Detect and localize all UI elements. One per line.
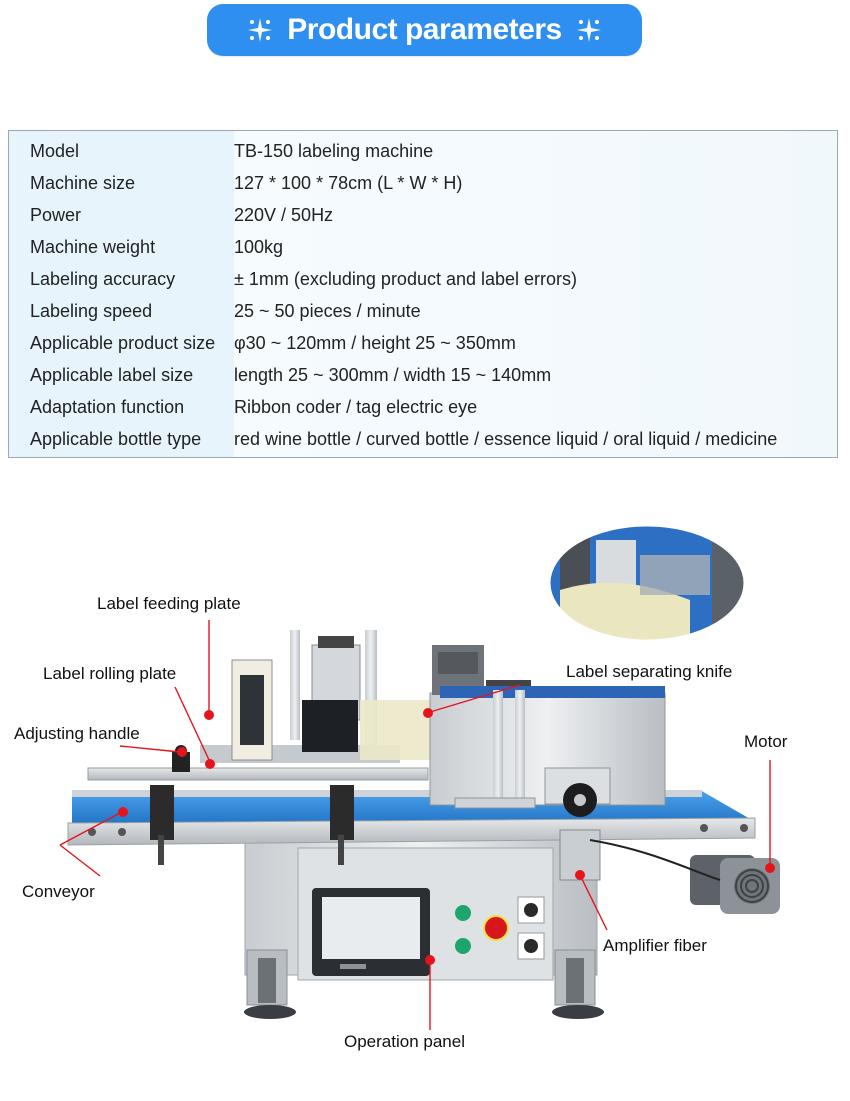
callout-label-feeding-plate: Label feeding plate — [97, 594, 241, 613]
callout-leaders — [59, 620, 771, 1030]
param-value: 100kg — [234, 236, 284, 257]
callout-conveyor: Conveyor — [22, 882, 95, 901]
table-row: Machine size 127 * 100 * 78cm (L * W * H… — [9, 167, 837, 199]
table-row: Power 220V / 50Hz — [9, 199, 837, 231]
section-banner: Product parameters — [207, 4, 642, 56]
param-value: Ribbon coder / tag electric eye — [234, 396, 478, 417]
param-label: Labeling accuracy — [30, 268, 176, 289]
callout-dot — [118, 807, 128, 817]
callout-amplifier-fiber: Amplifier fiber — [603, 936, 707, 955]
param-value: ± 1mm (excluding product and label error… — [234, 268, 578, 289]
param-value: φ30 ~ 120mm / height 25 ~ 350mm — [234, 332, 516, 353]
parameters-table: Model TB-150 labeling machine Machine si… — [8, 130, 838, 458]
param-label: Labeling speed — [30, 300, 153, 321]
sparkle-icon — [248, 18, 273, 42]
param-value: 25 ~ 50 pieces / minute — [234, 300, 421, 321]
param-label: Applicable bottle type — [30, 428, 202, 449]
table-row: Machine weight 100kg — [9, 231, 837, 263]
table-row: Labeling speed 25 ~ 50 pieces / minute — [9, 295, 837, 327]
table-row: Model TB-150 labeling machine — [9, 135, 837, 167]
table-row: Applicable product size φ30 ~ 120mm / he… — [9, 327, 837, 359]
param-label: Adaptation function — [30, 396, 185, 417]
param-value: 220V / 50Hz — [234, 204, 334, 225]
callout-dot — [177, 747, 187, 757]
knife-detail-inset — [547, 523, 747, 643]
motor — [690, 855, 780, 914]
callout-operation-panel: Operation panel — [344, 1032, 465, 1051]
table-row: Applicable bottle type red wine bottle /… — [9, 423, 837, 455]
label-column-background — [9, 131, 234, 457]
param-value: length 25 ~ 300mm / width 15 ~ 140mm — [234, 364, 552, 385]
callout-dot — [765, 863, 775, 873]
table-row: Applicable label size length 25 ~ 300mm … — [9, 359, 837, 391]
separator-unit — [429, 645, 666, 881]
table-row: Adaptation function Ribbon coder / tag e… — [9, 391, 837, 423]
callout-motor: Motor — [744, 732, 788, 751]
callout-dot — [423, 708, 433, 718]
param-label: Applicable product size — [30, 332, 216, 353]
param-label: Power — [30, 204, 82, 225]
labeling-head — [200, 630, 430, 763]
callout-label-rolling-plate: Label rolling plate — [43, 664, 177, 683]
param-label: Applicable label size — [30, 364, 194, 385]
param-label: Model — [30, 140, 80, 161]
sparkle-icon — [576, 18, 601, 42]
machine-figure: Label feeding plate Label rolling plate … — [0, 470, 850, 1101]
callout-dot — [425, 955, 435, 965]
callout-dot — [575, 870, 585, 880]
machine-illustration — [59, 523, 780, 1030]
operation-panel — [312, 888, 545, 976]
callout-label-separating-knife: Label separating knife — [566, 662, 733, 681]
value-column-background — [234, 131, 837, 457]
banner-title: Product parameters — [287, 13, 562, 46]
param-label: Machine size — [30, 172, 136, 193]
callout-adjusting-handle: Adjusting handle — [14, 724, 140, 743]
callout-dot — [204, 710, 214, 720]
param-label: Machine weight — [30, 236, 156, 257]
table-row: Labeling accuracy ± 1mm (excluding produ… — [9, 263, 837, 295]
param-value: red wine bottle / curved bottle / essenc… — [234, 428, 778, 449]
fiber-cable — [589, 839, 721, 881]
callout-dot — [205, 759, 215, 769]
guide-rails — [87, 745, 429, 865]
param-value: 127 * 100 * 78cm (L * W * H) — [234, 172, 463, 193]
param-value: TB-150 labeling machine — [234, 140, 434, 161]
